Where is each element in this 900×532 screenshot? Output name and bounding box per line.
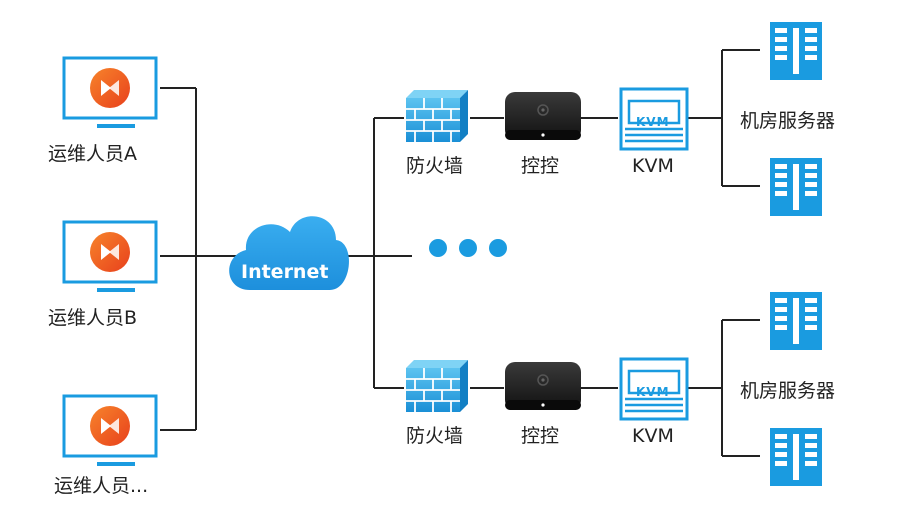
kvm-label: KVM bbox=[632, 425, 674, 447]
firewall-label: 防火墙 bbox=[406, 425, 463, 447]
servers-label: 机房服务器 bbox=[740, 110, 835, 132]
computer-monitor-icon bbox=[62, 56, 158, 130]
controller-box-icon bbox=[504, 361, 582, 411]
server-rack-icon bbox=[770, 292, 822, 350]
operator-label: 运维人员B bbox=[48, 307, 137, 329]
server-rack-icon bbox=[770, 158, 822, 216]
more-branches-indicator bbox=[429, 239, 507, 257]
cloud-icon bbox=[229, 216, 349, 290]
servers-label: 机房服务器 bbox=[740, 380, 835, 402]
operator-b: 运维人员B bbox=[48, 220, 158, 329]
operator-more: 运维人员... bbox=[54, 394, 158, 497]
computer-monitor-icon bbox=[62, 394, 158, 468]
operator-a: 运维人员A bbox=[48, 56, 158, 165]
operator-label: 运维人员A bbox=[48, 143, 137, 165]
cloud-label: Internet bbox=[241, 261, 328, 283]
operator-label: 运维人员... bbox=[54, 475, 148, 497]
controller-box-icon bbox=[504, 91, 582, 141]
computer-monitor-icon bbox=[62, 220, 158, 294]
top-branch: 防火墙 控控 KVM KVM 机房服务器 bbox=[405, 22, 835, 216]
controller-label: 控控 bbox=[521, 425, 559, 447]
firewall-icon bbox=[405, 359, 469, 413]
firewall-label: 防火墙 bbox=[406, 155, 463, 177]
controller-label: 控控 bbox=[521, 155, 559, 177]
firewall-icon bbox=[405, 89, 469, 143]
internet-cloud: Internet bbox=[229, 216, 349, 290]
server-rack-icon bbox=[770, 22, 822, 80]
bottom-branch: 防火墙 控控 KVM KVM 机房服务器 bbox=[405, 292, 835, 486]
server-rack-icon bbox=[770, 428, 822, 486]
kvm-label: KVM bbox=[632, 155, 674, 177]
kvm-badge: KVM bbox=[636, 385, 670, 399]
kvm-badge: KVM bbox=[636, 115, 670, 129]
connection-lines bbox=[160, 49, 760, 457]
